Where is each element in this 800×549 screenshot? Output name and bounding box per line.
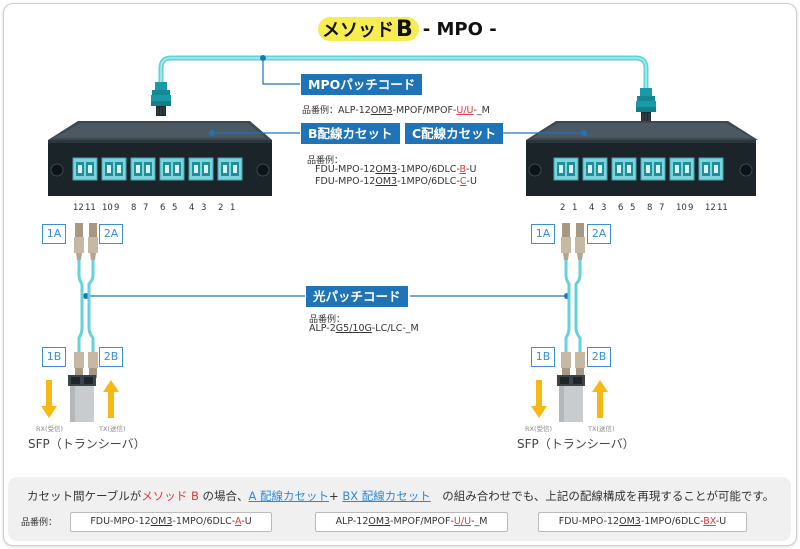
right-cassette-lc-port-core — [627, 165, 631, 173]
left-rx-label: RX(受信) — [36, 425, 64, 433]
right-cassette-lc-port-core — [646, 165, 650, 173]
left-sfp-label: SFP（トランシーバ） — [28, 437, 146, 451]
left-fiber-number: 7 — [143, 203, 149, 213]
left-port-1a: 1A — [42, 224, 66, 244]
right-tx-arrow — [592, 380, 608, 418]
right-cassette-lc-port-core — [588, 165, 592, 173]
right-fiber-number: 5 — [630, 203, 636, 213]
mpo-trunk-highlight — [160, 57, 647, 90]
left-cassette-lc-port-core — [175, 165, 179, 173]
optical-patch-label: 光パッチコード — [306, 286, 408, 307]
left-fiber-number: 11 — [85, 203, 96, 213]
left-fiber-number: 1 — [230, 203, 236, 213]
left-fiber-number: 10 — [102, 203, 113, 213]
right-tx-label: TX(送信) — [588, 425, 615, 433]
right-fiber-number: 4 — [589, 203, 595, 213]
cassette-part-number-c: FDU-MPO-12OM3-1MPO/6DLC-C-U — [315, 176, 477, 187]
right-fiber-number: 9 — [688, 203, 694, 213]
left-port-2a: 2A — [99, 224, 123, 244]
optical-part-number-heading: 品番例： — [309, 315, 346, 325]
right-cassette-lc-port-core — [559, 165, 563, 173]
note-pn-a-cassette: FDU-MPO-12OM3-1MPO/6DLC-A-U — [70, 512, 272, 532]
left-cassette-lc-port-core — [233, 165, 237, 173]
title-suffix: - MPO - — [422, 18, 497, 40]
left-port-1b: 1B — [42, 347, 66, 367]
right-fiber-number: 7 — [659, 203, 665, 213]
right-fiber-number: 2 — [560, 203, 566, 213]
left-fiber-number: 8 — [131, 203, 137, 213]
note-pn-mpo-patch: ALP-12OM3-MPOF/MPOF-U/U-_M — [315, 512, 508, 532]
left-fiber-number: 2 — [218, 203, 224, 213]
right-duplex-patch-cord — [561, 223, 585, 378]
right-rx-label: RX(受信) — [525, 425, 553, 433]
left-sfp-module — [68, 375, 96, 422]
right-mpo-connector — [636, 88, 656, 122]
right-port-1b: 1B — [531, 347, 555, 367]
title-highlight-text: メソッド — [322, 20, 394, 41]
left-rx-arrow — [41, 380, 57, 418]
left-tx-arrow — [103, 380, 119, 418]
right-port-2b: 2B — [587, 347, 611, 367]
right-fiber-number: 8 — [647, 203, 653, 213]
right-fiber-number: 3 — [601, 203, 607, 213]
mpo-label-leader — [262, 57, 300, 85]
right-port-2a: 2A — [587, 224, 611, 244]
right-cassette-lc-port-core — [656, 165, 660, 173]
right-fiber-number: 12 — [705, 203, 716, 213]
bx-cassette-link[interactable]: BX 配線カセット — [342, 489, 431, 503]
left-cassette-lc-port-core — [194, 165, 198, 173]
a-cassette-link[interactable]: A 配線カセット — [248, 489, 330, 503]
right-cassette-lc-port-core — [685, 165, 689, 173]
left-cassette-lc-port-core — [165, 165, 169, 173]
left-tx-label: TX(送信) — [99, 425, 126, 433]
right-rx-arrow — [531, 380, 547, 418]
left-duplex-patch-cord — [74, 223, 98, 378]
left-fiber-number: 4 — [189, 203, 195, 213]
right-fiber-number: 10 — [676, 203, 687, 213]
mpo-part-number: 品番例：ALP-12OM3-MPOF/MPOF-U/U-_M — [302, 105, 490, 116]
note-pn-bx-cassette: FDU-MPO-12OM3-1MPO/6DLC-BX-U — [538, 512, 747, 532]
left-fiber-number: 6 — [160, 203, 166, 213]
right-port-1a: 1A — [531, 224, 555, 244]
left-cassette-lc-port-core — [107, 165, 111, 173]
right-cassette-ports — [553, 157, 724, 181]
left-fiber-number: 12 — [73, 203, 84, 213]
right-sfp-label: SFP（トランシーバ） — [517, 437, 635, 451]
left-cassette-ports — [72, 157, 243, 181]
right-cassette-lc-port-core — [598, 165, 602, 173]
left-cassette-lc-port-core — [204, 165, 208, 173]
left-cassette-lc-port-core — [146, 165, 150, 173]
left-cassette-lc-port-core — [136, 165, 140, 173]
optical-part-number: ALP-2G5/10G-LC/LC-_M — [309, 323, 419, 334]
cassette-part-number-b: FDU-MPO-12OM3-1MPO/6DLC-B-U — [315, 164, 477, 175]
right-cassette-lc-port-core — [569, 165, 573, 173]
left-fiber-number: 9 — [114, 203, 120, 213]
right-cassette-lc-port-core — [714, 165, 718, 173]
left-mpo-connector — [151, 82, 171, 116]
left-port-2b: 2B — [99, 347, 123, 367]
right-sfp-module — [557, 375, 585, 422]
title-highlight-letter: B — [396, 16, 413, 42]
c-cassette-label: C配線カセット — [405, 123, 504, 144]
left-cassette-lc-port-core — [88, 165, 92, 173]
note-text: カセット間ケーブルがメソッド B の場合、A 配線カセット+ BX 配線カセット… — [27, 489, 775, 503]
left-cassette-lc-port-core — [117, 165, 121, 173]
right-cassette-lc-port-core — [704, 165, 708, 173]
right-cassette-lc-port-core — [675, 165, 679, 173]
right-fiber-number: 11 — [717, 203, 728, 213]
cassette-part-number-heading: 品番例： — [307, 156, 344, 166]
note-part-number-label: 品番例： — [21, 518, 58, 528]
left-cassette-lc-port-core — [223, 165, 227, 173]
left-cassette-lc-port-core — [78, 165, 82, 173]
right-fiber-number: 6 — [618, 203, 624, 213]
b-cassette-label: B配線カセット — [301, 123, 400, 144]
left-fiber-number: 5 — [172, 203, 178, 213]
left-fiber-number: 3 — [201, 203, 207, 213]
right-fiber-number: 1 — [572, 203, 578, 213]
right-cassette-lc-port-core — [617, 165, 621, 173]
mpo-patch-label: MPOパッチコード — [301, 74, 423, 95]
